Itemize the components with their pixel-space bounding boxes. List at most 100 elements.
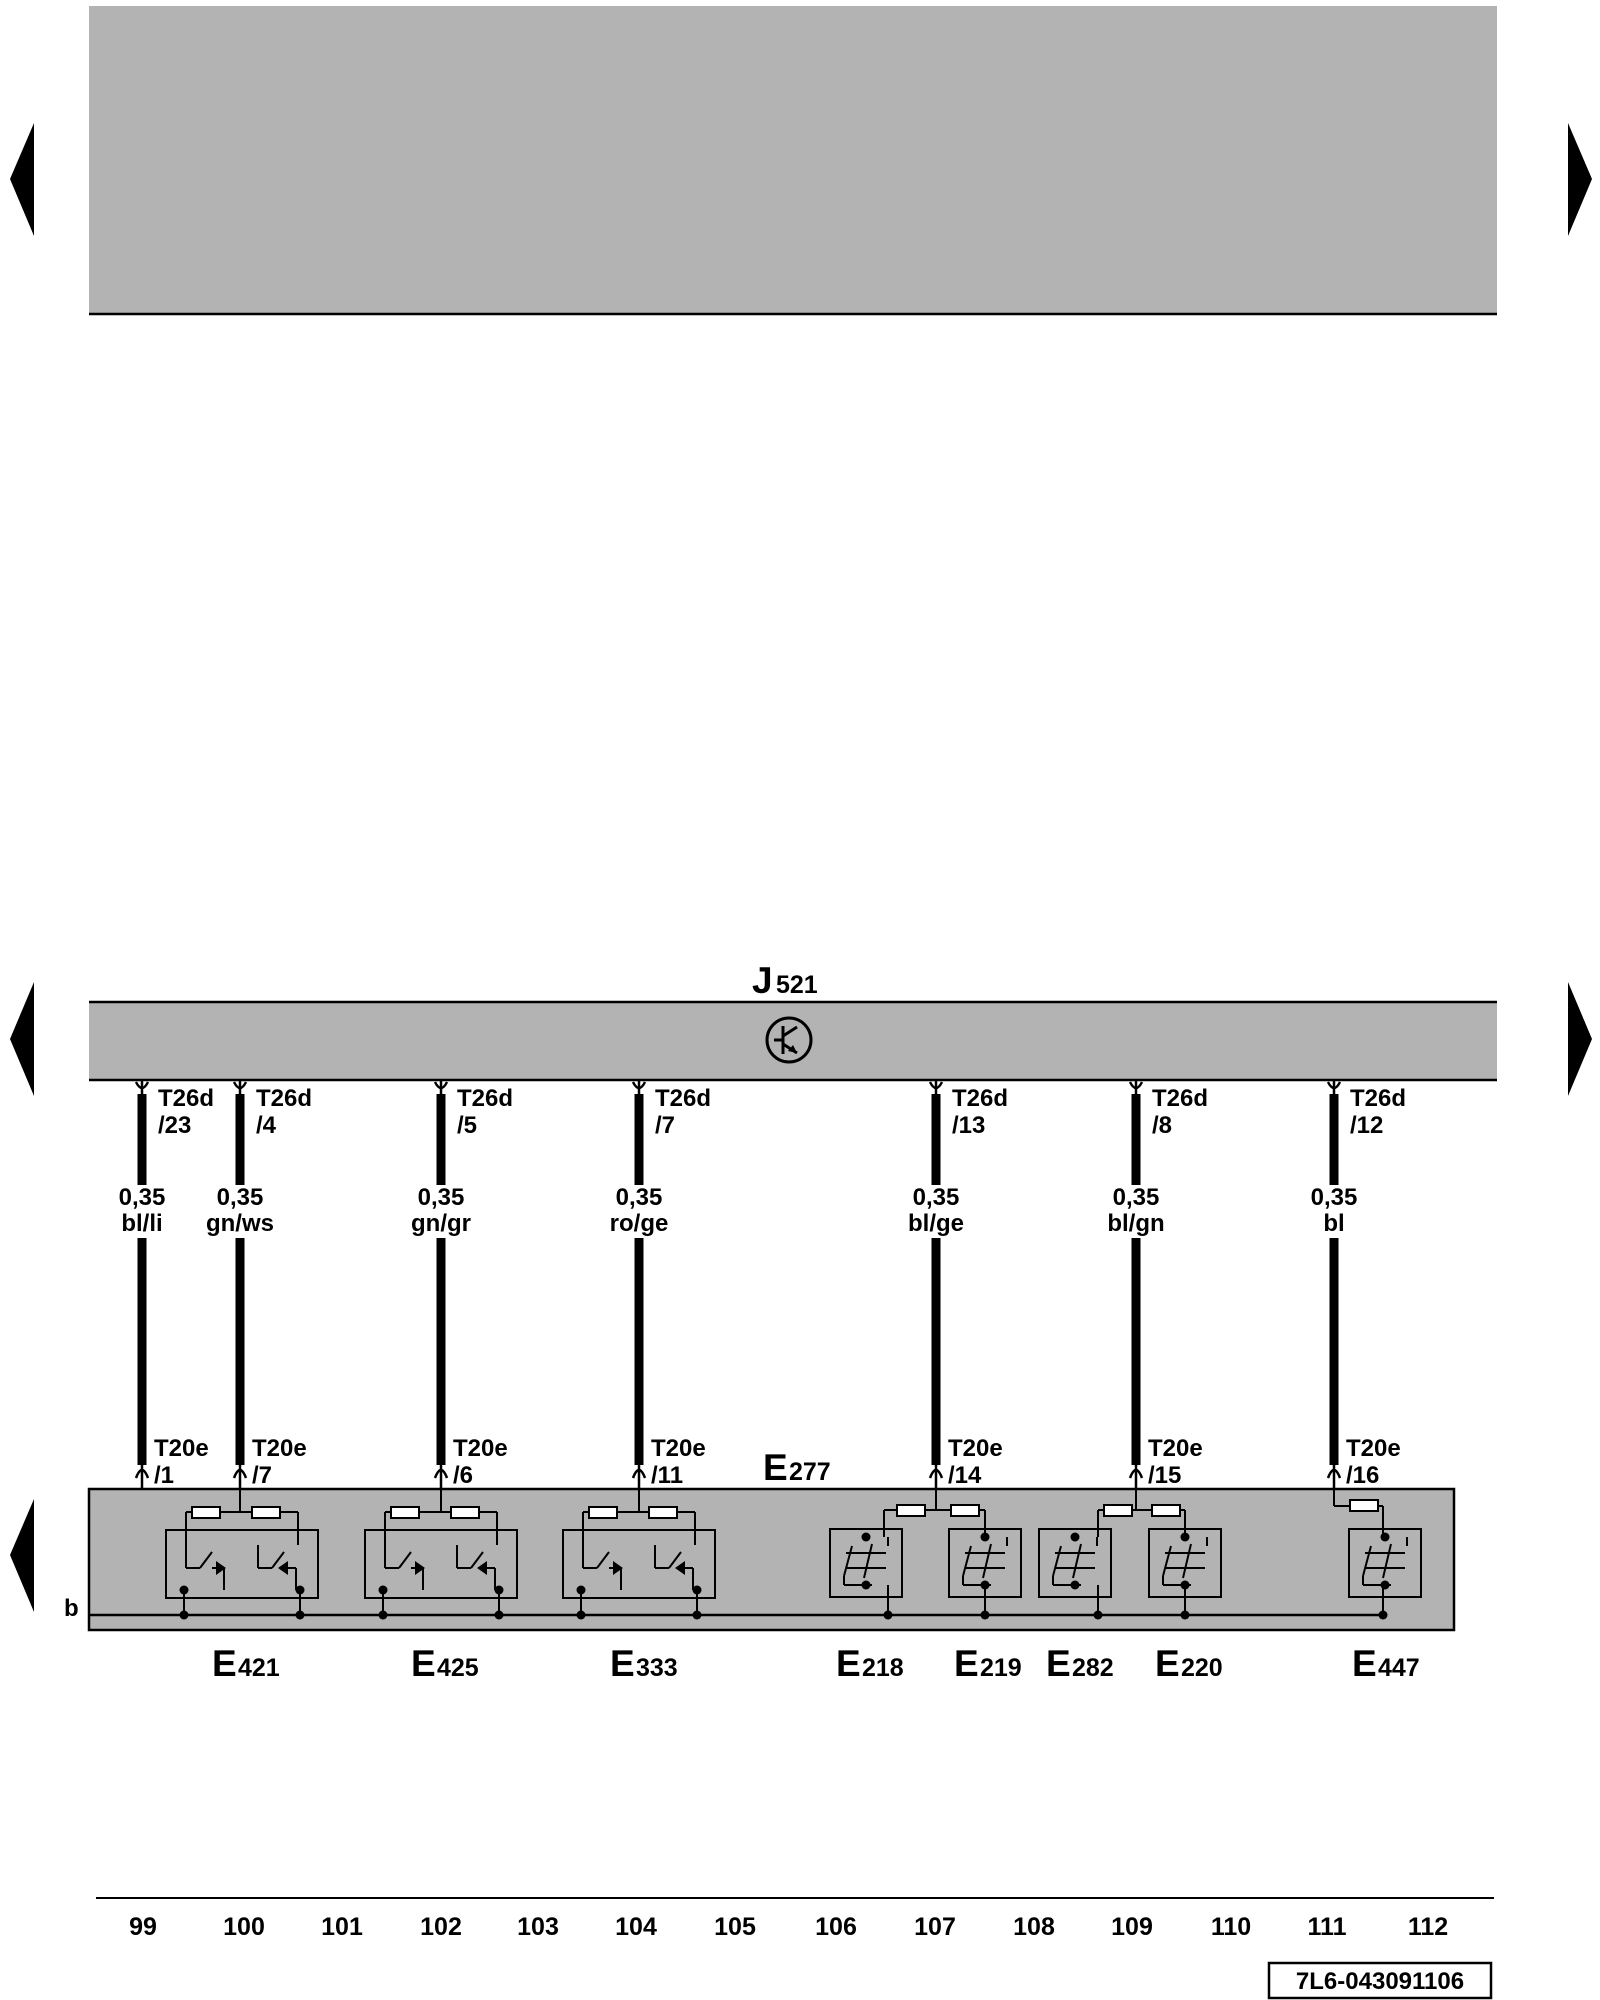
wire-size-label: 0,35 (1113, 1184, 1160, 1211)
next-page-mid-arrow-icon[interactable] (1568, 982, 1592, 1096)
bottom-connector-label: T20e (1148, 1435, 1203, 1462)
junction-dot (692, 1585, 702, 1595)
column-number: 101 (321, 1913, 363, 1941)
conductor (470, 1551, 484, 1569)
toggle-switch-icon (1162, 1537, 1208, 1586)
resistor-icon (191, 1506, 221, 1519)
housing-letter: E (763, 1447, 788, 1488)
svg-text:E: E (610, 1643, 635, 1684)
control-unit-letter: J (752, 960, 773, 1001)
prev-page-mid-arrow-icon[interactable] (10, 982, 34, 1096)
column-number: 102 (420, 1913, 462, 1941)
top-connector-label: T26d (655, 1085, 711, 1112)
junction-dot (295, 1610, 305, 1620)
toggle-switch-icon (1052, 1537, 1098, 1586)
switches-layer (165, 1489, 1422, 1620)
resistor-icon (588, 1506, 618, 1519)
push-switch-icon (456, 1545, 496, 1590)
conductor (271, 1551, 285, 1569)
junction-dot (692, 1610, 702, 1620)
column-number: 100 (223, 1913, 265, 1941)
top-pin-label: /23 (158, 1112, 191, 1139)
push-switch-icon (185, 1545, 226, 1590)
control-unit-number: 521 (776, 971, 818, 999)
switch-block-frame (364, 1529, 518, 1599)
ground-bus-label: b (64, 1595, 79, 1622)
conductor (199, 1551, 213, 1569)
junction-dot (576, 1585, 586, 1595)
wire-color-label: bl/ge (908, 1210, 964, 1237)
switch-block-frame (165, 1529, 319, 1599)
switch-E447 (1348, 1528, 1422, 1598)
svg-text:E: E (1155, 1643, 1180, 1684)
conductor (398, 1551, 412, 1569)
arrow-icon (216, 1561, 226, 1575)
resistor-icon (1103, 1504, 1133, 1517)
component-label-E218: E 218 (836, 1643, 904, 1684)
wire-size-label: 0,35 (913, 1184, 960, 1211)
conductor (1072, 1543, 1082, 1579)
top-pin-label: /4 (256, 1112, 277, 1139)
junction-dot (883, 1610, 893, 1620)
document-id-box (1267, 1961, 1493, 2000)
prev-page-bottom-arrow-icon[interactable] (10, 1499, 34, 1612)
svg-text:219: 219 (980, 1654, 1022, 1682)
wire-size-label: 0,35 (119, 1184, 166, 1211)
switch-group-E282-E220 (1038, 1489, 1222, 1620)
column-number: 104 (615, 1913, 657, 1941)
bottom-pin-label: /7 (252, 1462, 272, 1489)
conductor (863, 1543, 873, 1579)
conductor (1182, 1543, 1192, 1579)
switch-block-frame (562, 1529, 716, 1599)
top-connector-label: T26d (1350, 1085, 1406, 1112)
svg-text:333: 333 (636, 1654, 678, 1682)
top-connector-label: T26d (457, 1085, 513, 1112)
switch-box-frame (1038, 1528, 1112, 1598)
conductor (1052, 1545, 1062, 1577)
svg-text:E: E (212, 1643, 237, 1684)
resistor-icon (896, 1504, 926, 1517)
bottom-connector-label: T20e (252, 1435, 307, 1462)
resistor-icon (950, 1504, 980, 1517)
svg-text:E: E (1352, 1643, 1377, 1684)
junction-dot (1070, 1580, 1080, 1590)
conductor (1382, 1543, 1392, 1579)
wire-color-label: gn/ws (206, 1210, 274, 1237)
column-number: 112 (1408, 1913, 1448, 1941)
component-label-E447: E 447 (1352, 1643, 1420, 1684)
switch-box-frame (1348, 1528, 1422, 1598)
bottom-connector-label: T20e (651, 1435, 706, 1462)
top-connector-label: T26d (256, 1085, 312, 1112)
conductor (982, 1543, 992, 1579)
component-label-E282: E 282 (1046, 1643, 1114, 1684)
upper-panel (89, 6, 1497, 314)
column-number: 107 (914, 1913, 956, 1941)
top-pin-label: /7 (655, 1112, 675, 1139)
junction-dot (295, 1585, 305, 1595)
push-switch-icon (582, 1545, 623, 1590)
component-label-E219: E 219 (954, 1643, 1022, 1684)
switch-block-E421 (165, 1489, 319, 1620)
junction-dot (1180, 1610, 1190, 1620)
column-number: 106 (815, 1913, 857, 1941)
wire-color-label: bl/li (121, 1210, 162, 1237)
top-pin-label: /5 (457, 1112, 477, 1139)
transistor-icon (765, 1016, 813, 1064)
switch-group-E218-E219 (829, 1489, 1022, 1620)
junction-dot (980, 1610, 990, 1620)
next-page-top-arrow-icon[interactable] (1568, 123, 1592, 236)
top-pin-label: /12 (1350, 1112, 1383, 1139)
junction-dot (1180, 1532, 1190, 1542)
svg-text:425: 425 (437, 1654, 479, 1682)
switch-E220 (1148, 1528, 1222, 1598)
prev-page-top-arrow-icon[interactable] (10, 123, 34, 236)
wire-size-label: 0,35 (1311, 1184, 1358, 1211)
arrow-icon (415, 1561, 425, 1575)
conductor (668, 1551, 682, 1569)
